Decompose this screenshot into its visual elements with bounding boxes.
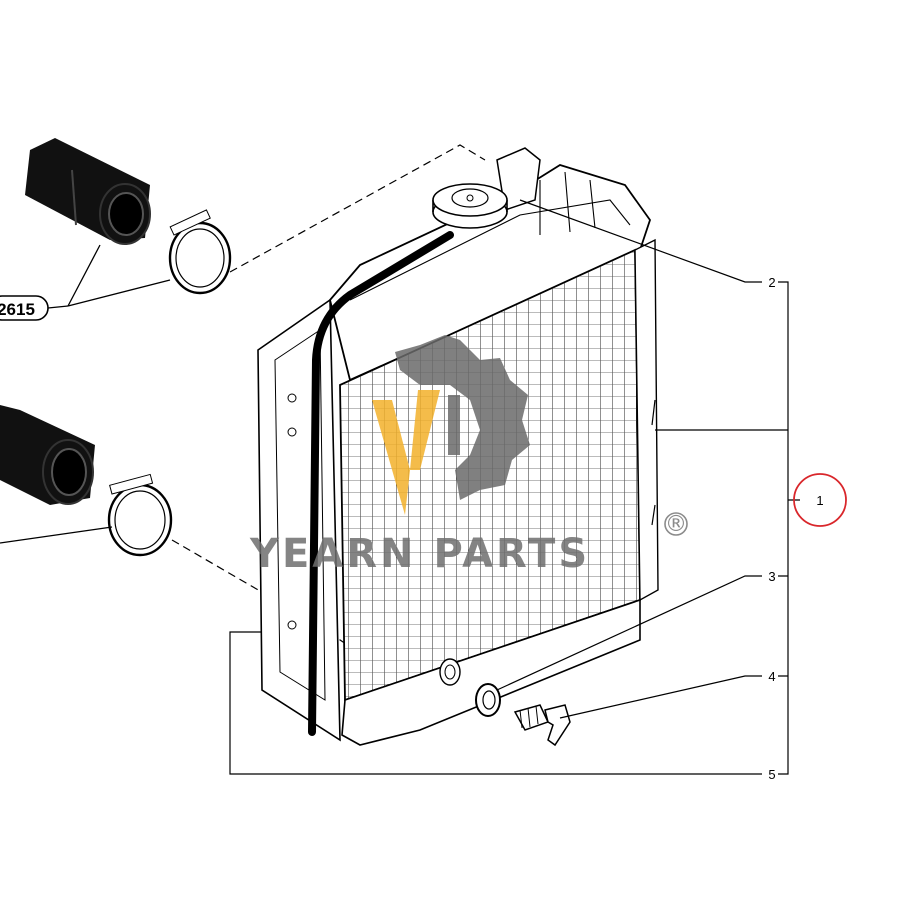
upper-hose [25,138,151,245]
upper-dashed-guide [229,144,486,273]
lower-hose [0,405,95,505]
upper-hose-clamp [168,209,232,295]
reference-label-box: 2615 [0,295,69,321]
highlight-circle [793,473,847,527]
lower-hose-clamp [107,473,173,557]
callout-2: 2 [768,275,775,290]
callout-5: 5 [768,767,775,782]
drain-washer [475,683,501,717]
reference-leader-lines [0,244,171,544]
rear-tank [257,298,341,742]
callout-1: 1 [816,493,823,508]
reference-label: 2615 [0,300,35,319]
radiator-bottom-tank [341,598,641,746]
overflow-hose [308,231,454,736]
registered-mark: ® [665,512,687,537]
v-emblem-icon [372,390,460,515]
callout-leaders [229,199,800,775]
radiator-cap [432,183,508,229]
watermark-logo: YEARN PARTS ® [249,335,688,577]
callout-3: 3 [768,569,775,584]
callout-4: 4 [768,669,775,684]
gear-icon [395,335,530,500]
drain-plug [513,704,571,747]
watermark-text: YEARN PARTS [249,531,590,577]
